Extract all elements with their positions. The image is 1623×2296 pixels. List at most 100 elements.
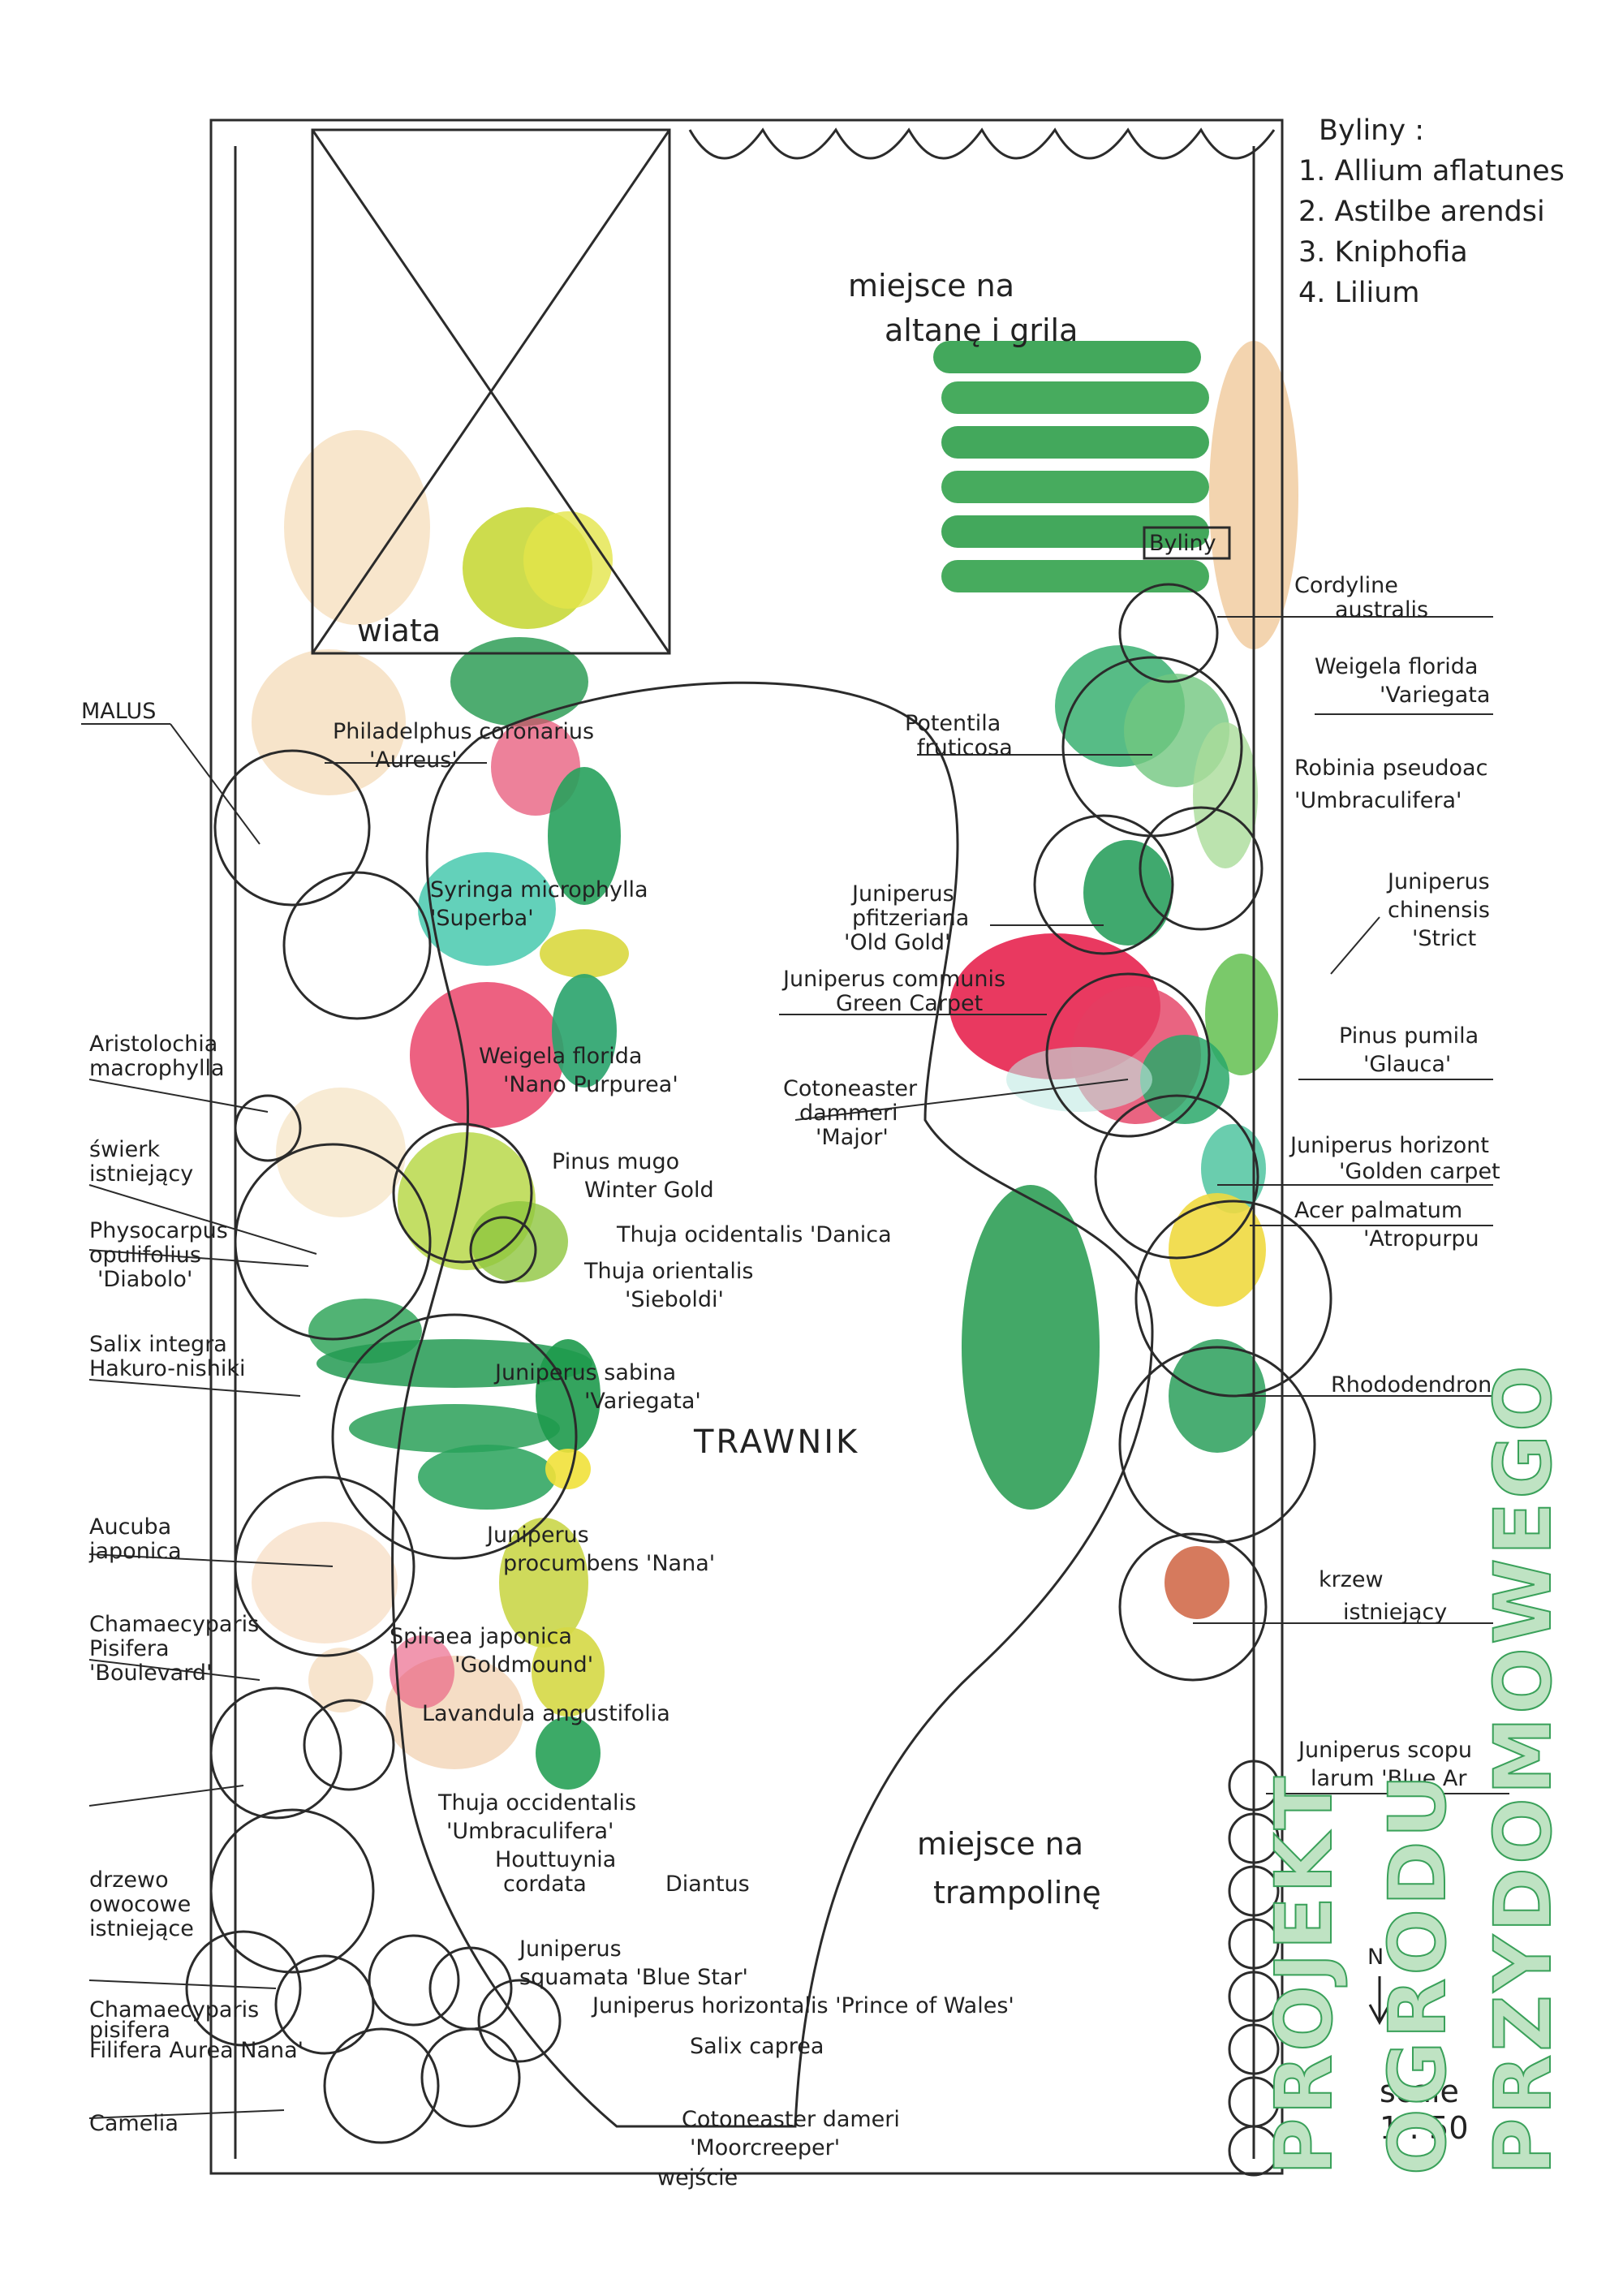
label-juniperus-squamata: Juniperus <box>518 1936 622 1962</box>
hedge-circles <box>1228 1760 1280 2177</box>
label-cotoneaster-major-cv: 'Major' <box>816 1125 889 1150</box>
right-plant-labels: Cordyline australis Weigela florida 'Var… <box>781 573 1500 1791</box>
label-aristolochia: Aristolochia <box>89 1032 217 1057</box>
scalloped-hedge <box>688 127 1276 160</box>
label-aucuba-sp: japonica <box>88 1539 182 1564</box>
scale-value: 1 : 50 <box>1380 2110 1469 2146</box>
title-line-2: OGRODU <box>1372 1771 1463 2175</box>
label-potentila-sp: fruticosa <box>917 735 1013 760</box>
trawnik-label: TRAWNIK <box>693 1424 859 1461</box>
project-title: PROJEKT OGRODU PRZYDOMOWEGO <box>1258 1361 1569 2176</box>
label-physocarpus: Physocarpus <box>89 1218 228 1243</box>
label-houttuynia-sp: cordata <box>503 1872 587 1897</box>
label-potentila: Potentila <box>905 711 1001 736</box>
label-juniperus-horizont: Juniperus horizont <box>1289 1133 1489 1158</box>
label-juniperus-communis: Juniperus communis <box>781 967 1005 992</box>
legend-item-2: 2. Astilbe arendsi <box>1298 196 1545 228</box>
north-letter: N <box>1367 1945 1384 1970</box>
label-thuja-orientalis: Thuja orientalis <box>583 1259 753 1284</box>
wiata-outline <box>311 128 671 655</box>
label-thuja-umbraculifera: Thuja occidentalis <box>437 1790 636 1816</box>
plot-lines <box>185 118 1332 2177</box>
label-pinus-mugo: Pinus mugo <box>552 1149 679 1174</box>
label-syringa-cv: 'Superba' <box>430 906 534 931</box>
title-line-1: PROJEKT <box>1259 1773 1350 2175</box>
label-juniperus-pfitzeriana: Juniperus <box>850 881 954 907</box>
trampolina-label-1: miejsce na <box>917 1826 1083 1862</box>
label-cotoneaster-moor-cv: 'Moorcreeper' <box>690 2135 840 2160</box>
byliny-legend: Byliny : 1. Allium aflatunes 2. Astilbe … <box>1298 114 1565 309</box>
label-malus: MALUS <box>81 699 156 724</box>
label-salix-caprea: Salix caprea <box>690 2034 824 2059</box>
label-cotoneaster-major: Cotoneaster <box>783 1076 918 1101</box>
label-cordyline: Cordyline <box>1294 573 1398 598</box>
label-juniperus-procumbens-cv: procumbens 'Nana' <box>503 1551 715 1576</box>
label-juniperus-horizont-cv: 'Golden carpet <box>1339 1159 1500 1184</box>
label-juniperus-squamata-cv: squamata 'Blue Star' <box>519 1965 748 1990</box>
label-drzewo-2: owocowe <box>89 1892 191 1917</box>
label-thuja-danica: Thuja ocidentalis 'Danica <box>616 1222 892 1247</box>
label-physocarpus-sp: opulifolius <box>89 1243 201 1268</box>
byliny-box-label: Byliny <box>1149 531 1216 556</box>
byliny-box <box>1143 526 1231 560</box>
label-diantus: Diantus <box>665 1872 750 1897</box>
legend-item-3: 3. Kniphofia <box>1298 236 1468 269</box>
label-juniperus-pfitzeriana-cv: 'Old Gold' <box>844 930 950 955</box>
label-drzewo: drzewo <box>89 1867 169 1893</box>
label-weigela-right: Weigela florida <box>1315 654 1478 679</box>
trampolina-label-2: trampolinę <box>933 1875 1101 1910</box>
label-juniperus-sabina: Juniperus sabina <box>493 1360 676 1385</box>
left-plant-labels: MALUS Philadelphus coronarius 'Aureus' S… <box>81 699 1014 2190</box>
label-camelia: Camelia <box>89 2111 179 2136</box>
label-weigela-right-cv: 'Variegata <box>1380 683 1490 708</box>
label-juniperus-chinensis-cv: 'Strict <box>1412 926 1476 951</box>
label-chamaecyparis-1-sp: Pisifera <box>89 1636 170 1661</box>
label-salix-integra: Salix integra <box>89 1332 227 1357</box>
lawn-outline <box>391 681 1154 2128</box>
label-juniperus-procumbens: Juniperus <box>485 1523 589 1548</box>
label-juniperus-scopu: Juniperus scopu <box>1297 1738 1472 1763</box>
label-juniperus-prince: Juniperus horizontalis 'Prince of Wales' <box>591 1993 1014 2018</box>
legend-title: Byliny : <box>1319 114 1424 147</box>
legend-item-1: 1. Allium aflatunes <box>1298 155 1565 187</box>
title-line-3: PRZYDOMOWEGO <box>1478 1362 1569 2175</box>
label-chamaecyparis-1: Chamaecyparis <box>89 1612 259 1637</box>
label-aristolochia-sp: macrophylla <box>89 1056 225 1081</box>
label-pinus-mugo-cv: Winter Gold <box>584 1178 714 1203</box>
label-salix-integra-cv: Hakuro-nishiki <box>89 1356 245 1381</box>
label-krzew-2: istniejący <box>1343 1600 1447 1625</box>
label-syringa: Syringa microphylla <box>430 877 648 902</box>
label-physocarpus-cv: 'Diabolo' <box>97 1267 192 1292</box>
label-juniperus-communis-cv: Green Carpet <box>836 991 983 1016</box>
label-chamaecyparis-2-cv: Filifera Aurea Nana' <box>89 2038 304 2063</box>
label-chamaecyparis-2-sp: pisifera <box>89 2018 170 2043</box>
label-juniperus-pfitzeriana-sp: pfitzeriana <box>852 906 969 931</box>
label-drzewo-3: istniejące <box>89 1916 194 1941</box>
label-krzew: krzew <box>1319 1567 1384 1592</box>
label-juniperus-scopu-cv: larum 'Blue Ar <box>1311 1766 1467 1791</box>
label-rhododendron: Rhododendron <box>1331 1372 1492 1398</box>
label-weigela-left-cv: 'Nano Purpurea' <box>503 1072 678 1097</box>
label-juniperus-sabina-cv: 'Variegata' <box>584 1389 701 1414</box>
label-thuja-umbraculifera-cv: 'Umbraculifera' <box>446 1819 613 1844</box>
label-lavandula: Lavandula angustifolia <box>422 1701 670 1726</box>
label-houttuynia: Houttuynia <box>495 1847 616 1872</box>
label-juniperus-chinensis-sp: chinensis <box>1388 898 1490 923</box>
area-labels: wiata miejsce na altanę i grila TRAWNIK … <box>357 268 1216 1910</box>
label-cordyline-sp: australis <box>1335 597 1428 622</box>
label-cotoneaster-moor: Cotoneaster dameri <box>682 2107 900 2132</box>
label-spiraea: Spiraea japonica <box>390 1624 572 1649</box>
label-philadelphus-cv: 'Aureus' <box>369 747 458 773</box>
label-weigela-left: Weigela florida <box>479 1044 642 1069</box>
label-cotoneaster-major-sp: dammeri <box>799 1101 898 1126</box>
scale-label: scale <box>1380 2074 1459 2109</box>
label-robinia: Robinia pseudoac <box>1294 756 1487 781</box>
label-swierk: świerk <box>89 1137 160 1162</box>
label-acer-cv: 'Atropurpu <box>1363 1226 1479 1251</box>
altana-label-2: altanę i grila <box>885 312 1078 348</box>
label-chamaecyparis-1-cv: 'Boulevard' <box>89 1661 212 1686</box>
label-chamaecyparis-2: Chamaecyparis <box>89 1997 259 2022</box>
label-acer: Acer palmatum <box>1294 1198 1462 1223</box>
label-pinus-pumila: Pinus pumila <box>1339 1023 1479 1049</box>
